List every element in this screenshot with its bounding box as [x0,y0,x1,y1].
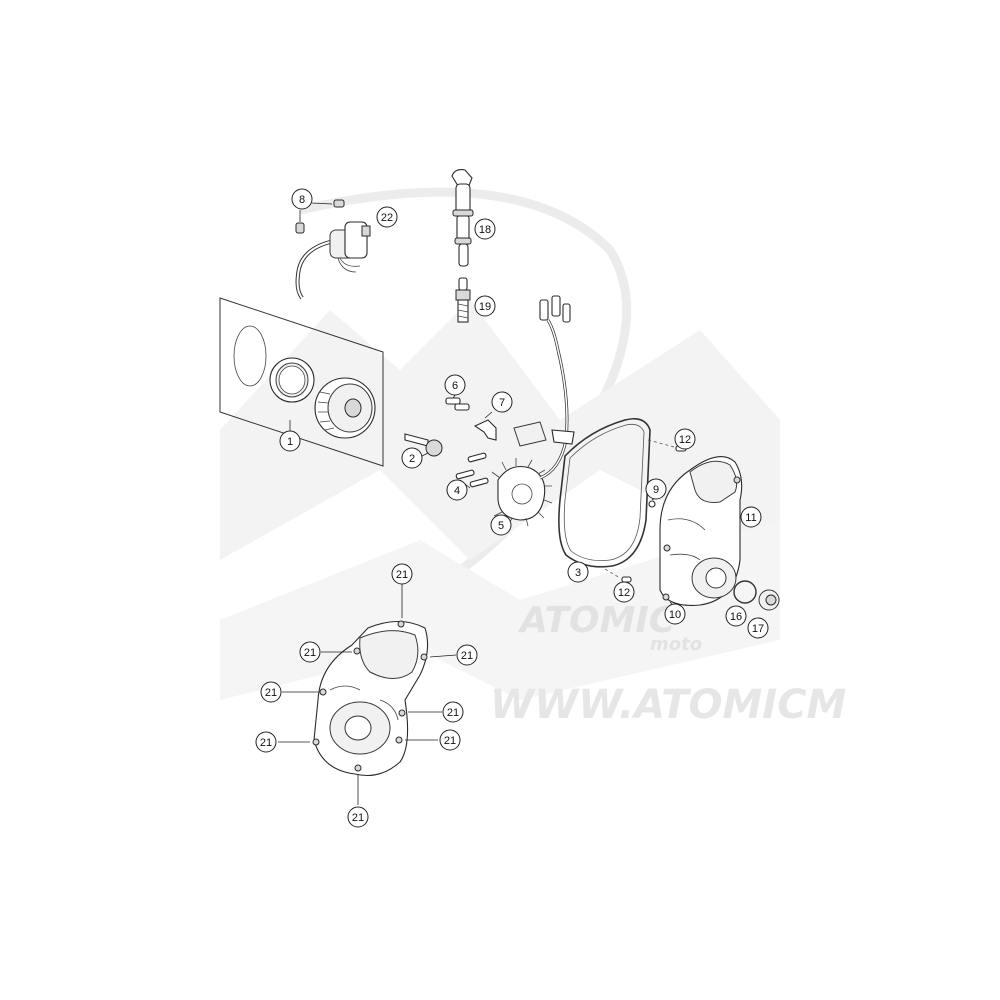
callout-18: 18 [474,218,496,240]
screws-6 [445,394,470,411]
callout-21-bottom: 21 [347,806,369,828]
callout-9: 9 [645,478,667,500]
callout-21-top-label: 21 [396,569,408,581]
callout-21-left-upper: 21 [299,641,321,663]
callout-21-left-mid-label: 21 [265,687,277,699]
callout-21-right-upper-label: 21 [461,650,473,662]
callout-3: 3 [567,561,589,583]
watermark-url: WWW.ATOMICM [490,682,846,728]
callout-7: 7 [491,391,513,413]
dowel-9 [648,497,656,508]
plug-17 [758,589,780,611]
callout-2: 2 [401,447,423,469]
watermark-sub: moto [650,634,702,655]
callout-4-label: 4 [454,485,460,497]
callout-8-label: 8 [299,194,305,206]
screw-12-bottom [621,576,632,583]
spark-plug-19 [455,277,471,323]
callout-5: 5 [490,514,512,536]
watermark: ATOMIC moto WWW.ATOMICM [220,187,846,728]
bolt-21-arrows [278,584,457,805]
callout-1-label: 1 [287,436,293,448]
callout-16-label: 16 [730,611,742,623]
callout-12-top-label: 12 [679,434,691,446]
callout-21-top: 21 [391,563,413,585]
callout-21-right-lower: 21 [439,729,461,751]
stator-5 [491,458,553,527]
clamp-7 [473,411,497,441]
callout-2-label: 2 [409,453,415,465]
callout-12-top: 12 [674,428,696,450]
callout-22-label: 22 [381,212,393,224]
o-ring-16 [733,580,757,604]
callout-1: 1 [279,430,301,452]
flywheel-bolt-2 [404,433,443,457]
callout-9-label: 9 [653,484,659,496]
callout-8: 8 [291,188,313,210]
spark-plug-cap-18 [451,169,474,267]
flywheel-assembly-1 [219,297,384,467]
callout-21-right-mid: 21 [442,701,464,723]
callout-22: 22 [376,206,398,228]
callout-4: 4 [446,479,468,501]
callout-10-label: 10 [669,609,681,621]
callout-16: 16 [725,605,747,627]
callout-7-label: 7 [499,397,505,409]
callout-21-left-upper-label: 21 [304,647,316,659]
callout-21-right-upper: 21 [456,644,478,666]
ignition-coil-22 [295,221,371,300]
callout-5-label: 5 [498,520,504,532]
callout-3-label: 3 [575,567,581,579]
callout-11-label: 11 [745,512,756,524]
callout-6: 6 [444,374,466,396]
callout-19: 19 [474,295,496,317]
callout-12-bottom-label: 12 [618,587,630,599]
screw-8 [295,199,345,234]
watermark-brand: ATOMIC [517,600,676,641]
callout-21-left-lower: 21 [255,731,277,753]
callout-11: 11 [740,506,762,528]
callout-21-right-lower-label: 21 [444,735,456,747]
ignition-cover-10 [659,456,743,606]
callout-21-bottom-label: 21 [352,812,364,824]
callout-18-label: 18 [479,224,491,236]
callout-10: 10 [664,603,686,625]
callout-21-right-mid-label: 21 [447,707,459,719]
clutch-cover-21 [312,620,429,777]
callout-12-bottom: 12 [613,581,635,603]
callout-21-left-lower-label: 21 [260,737,272,749]
callout-17-label: 17 [752,623,764,635]
callout-21-left-mid: 21 [260,681,282,703]
screws-4 [455,452,489,489]
callout-6-label: 6 [452,380,458,392]
callout-17: 17 [747,617,769,639]
wiring-harness [513,295,575,480]
callout-19-label: 19 [479,301,491,313]
